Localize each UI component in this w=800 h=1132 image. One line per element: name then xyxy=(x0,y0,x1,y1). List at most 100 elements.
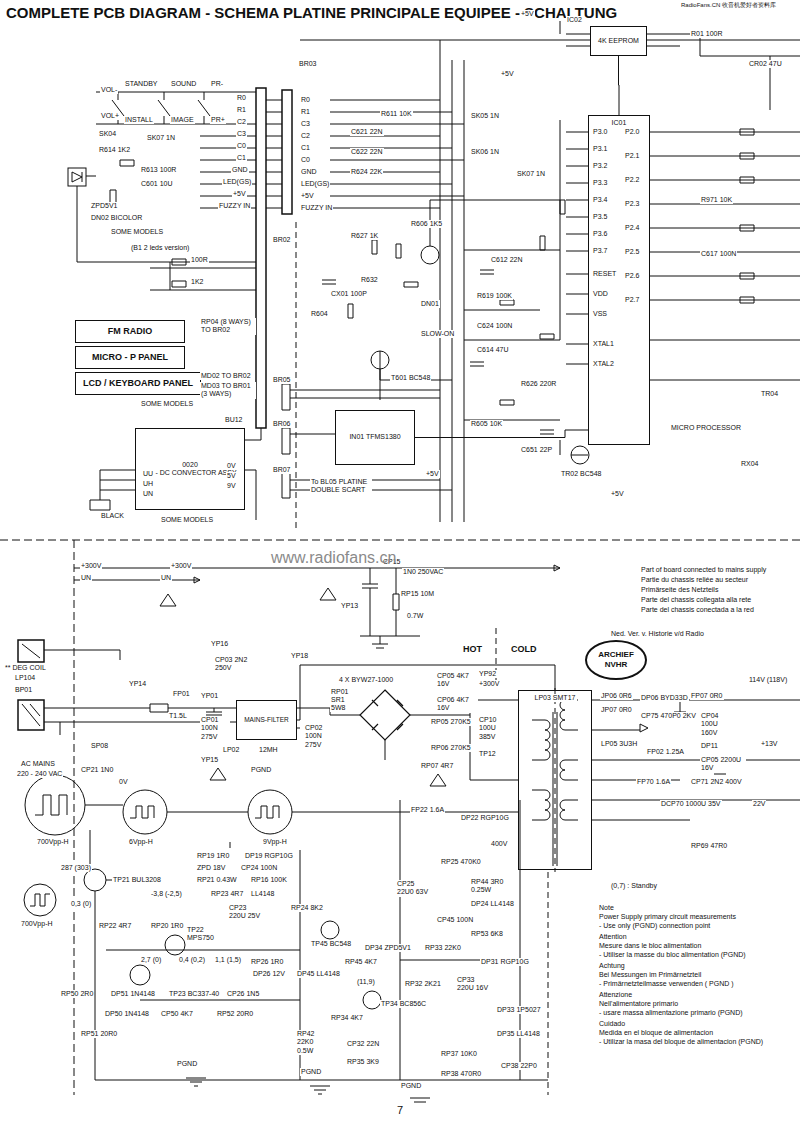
component-label: PGND xyxy=(176,1060,198,1068)
component-label: CP03 2N2 250V xyxy=(214,656,254,673)
node-text: NVHR xyxy=(605,660,628,670)
component-label: BP01 xyxy=(14,686,33,694)
component-label: R605 10K xyxy=(470,420,503,428)
component-label: COLD xyxy=(510,644,538,655)
archive-stamp: ARCHIEFNVHR xyxy=(585,640,647,680)
component-label: CP71 2N2 400V xyxy=(690,778,743,786)
component-label: DCP70 1000U 35V xyxy=(660,800,722,808)
note-text: - Primärnetzteilmasse verwenden ( PGND ) xyxy=(598,980,735,988)
component-label: UN xyxy=(160,574,172,582)
component-label: 5V xyxy=(226,472,237,480)
component-label: +5V xyxy=(500,70,515,78)
note-text: - Utiliser la masse du bloc alimentation… xyxy=(598,951,747,959)
component-label: Part of board connected to mains supply xyxy=(640,566,767,574)
component-label: Partie du chassis reliée au secteur xyxy=(640,576,749,584)
component-label: (11,9) xyxy=(356,978,376,986)
component-label: TP23 BC337-40 xyxy=(168,990,220,998)
component-label: BU12 xyxy=(224,416,244,424)
node-text: DC - DC CONVECTOR ASSY xyxy=(143,469,236,477)
component-label: C3 xyxy=(300,120,311,128)
component-label: CP26 1N5 xyxy=(226,990,260,998)
component-label: 4 X BYW27-1000 xyxy=(338,676,394,684)
component-label: P2.3 xyxy=(624,200,640,208)
ic-body: 4K EEPROM xyxy=(590,26,647,56)
component-label: LED(GS) xyxy=(222,178,252,186)
transistor-symbol xyxy=(571,446,589,464)
component-label: CP02 100N 275V xyxy=(304,724,334,749)
component-label: +13V xyxy=(760,740,779,748)
component-label: LL4148 xyxy=(250,890,275,898)
component-label: Parte del chassis collegata alla rete xyxy=(640,596,752,604)
component-label: RP07 4R7 xyxy=(420,762,454,770)
component-label: 0V xyxy=(118,778,129,786)
component-label: R632 xyxy=(360,276,379,284)
component-label: (B1 2 leds version) xyxy=(130,244,190,252)
component-label: CP05 4K7 16V xyxy=(436,672,478,689)
component-label: DP45 LL4148 xyxy=(296,970,341,978)
component-label: R627 1K xyxy=(350,232,379,240)
component-label: 7 xyxy=(396,1104,404,1117)
component-label: SOME MODELS xyxy=(110,228,164,236)
led-wiring xyxy=(72,172,256,290)
component-label: FP01 xyxy=(172,690,191,698)
component-label: +300V xyxy=(170,562,192,570)
component-label: R0 xyxy=(236,94,247,102)
component-label: SLOW-ON xyxy=(420,330,455,338)
component-label: FUZZY IN xyxy=(218,202,251,210)
waveform-probe xyxy=(25,775,85,835)
transistor-symbol xyxy=(371,351,389,369)
note-text: Attention xyxy=(598,933,628,941)
component-label: P2.5 xyxy=(624,248,640,256)
transformer-winding xyxy=(532,700,578,866)
component-label: DP31 RGP10G xyxy=(480,958,530,966)
connector-strip xyxy=(282,90,292,214)
component-label: R971 10K xyxy=(700,196,733,204)
component-label: 700Vpp-H xyxy=(20,920,54,928)
note-text: Medida en el bloque de alimentacion xyxy=(598,1029,714,1037)
component-label: CP25 22U0 63V xyxy=(396,880,432,897)
component-label: 114V (118V) xyxy=(748,676,788,684)
component-label: VOL+ xyxy=(100,112,120,120)
component-label: C0 xyxy=(236,142,247,150)
component-label: 700Vpp-H xyxy=(36,838,70,846)
component-label: RP34 4K7 xyxy=(330,1014,364,1022)
control-wiring xyxy=(380,120,588,455)
node-text: IC01 xyxy=(612,119,627,127)
component-label: MD02 TO BR02 xyxy=(200,372,252,380)
component-label: 0V xyxy=(226,462,237,470)
power-wiring xyxy=(85,800,548,1080)
connector-wiring xyxy=(266,100,464,208)
component-label: DN01 xyxy=(420,300,440,308)
component-label: FP07 0R0 xyxy=(690,692,724,700)
component-label: R624 22K xyxy=(350,168,383,176)
component-label: Ned. Ver. v. Historie v/d Radio xyxy=(610,630,705,638)
component-label: YP92 xyxy=(478,670,497,678)
component-label: C1 xyxy=(300,144,311,152)
component-label: DP06 BYD33D xyxy=(640,694,689,702)
component-label: FP22 1.6A xyxy=(410,806,445,814)
component-label: 2,7 (0) xyxy=(140,956,162,964)
component-label: CP45 100N xyxy=(436,916,474,924)
eeprom-wiring xyxy=(560,20,800,110)
component-label: VOL- xyxy=(100,86,118,94)
component-label: STANDBY xyxy=(124,80,159,88)
component-label: P3.0 xyxy=(592,128,608,136)
component-label: 22V xyxy=(752,800,766,808)
component-label: AC MAINS xyxy=(20,760,56,768)
component-label: RP38 470R0 xyxy=(440,1070,482,1078)
component-label: DP11 xyxy=(700,742,719,750)
component-label: R611 10K xyxy=(380,110,413,118)
panel-box: LCD / KEYBOARD PANEL xyxy=(75,372,201,395)
component-label: JP06 0R6 xyxy=(600,692,633,700)
component-label: R1 xyxy=(300,108,311,116)
component-label: BR06 xyxy=(272,420,292,428)
component-label: C2 xyxy=(300,132,311,140)
node-text: LP03 SMT17 xyxy=(533,694,578,702)
component-label: +300V xyxy=(80,562,102,570)
component-label: DP35 LL4148 xyxy=(496,1030,541,1038)
component-label: P2.2 xyxy=(624,176,640,184)
component-label: RP33 22K0 xyxy=(424,944,462,952)
component-label: RP32 2K21 xyxy=(404,980,442,988)
component-label: PR- xyxy=(210,80,224,88)
component-label: BR07 xyxy=(272,466,292,474)
